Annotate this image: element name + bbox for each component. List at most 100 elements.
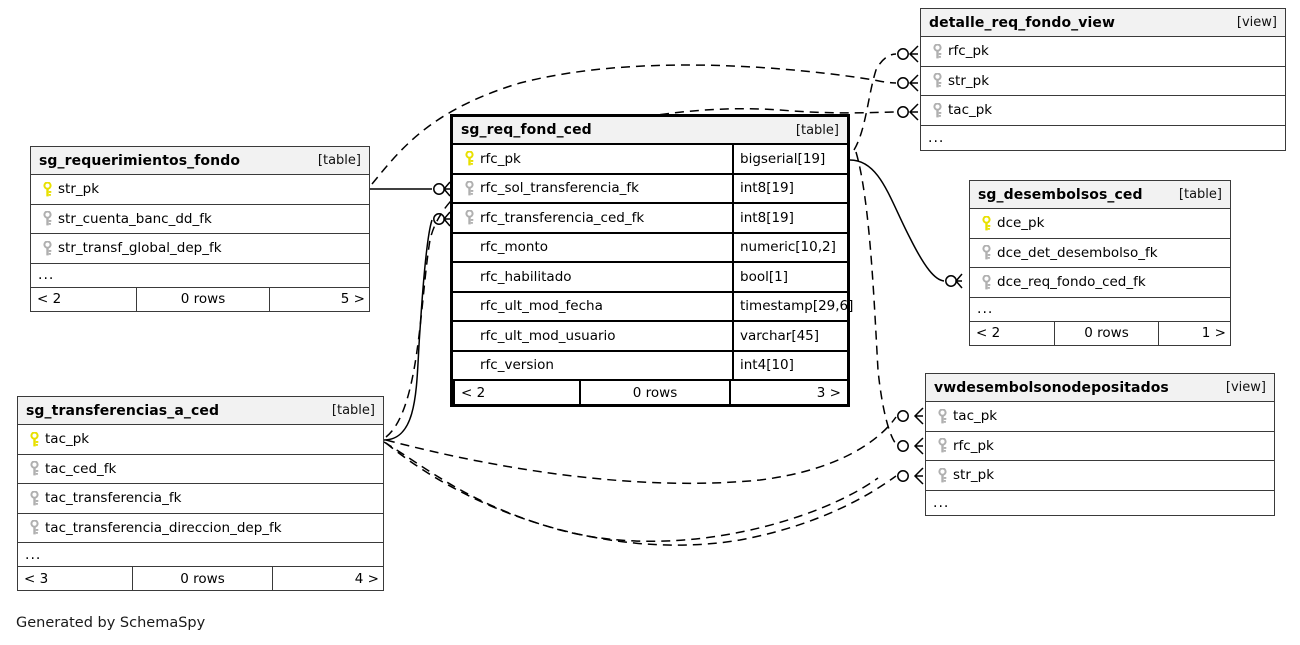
children-count[interactable]: 5 > — [269, 287, 371, 311]
primary-key-icon — [977, 215, 995, 231]
entity-name: sg_transferencias_a_ced — [26, 402, 220, 419]
column-name-cell: tac_pk — [921, 96, 1285, 125]
row-count[interactable]: 0 rows — [136, 287, 269, 311]
foreign-key-icon — [460, 210, 478, 225]
foreign-key-icon — [933, 438, 951, 453]
parents-count[interactable]: < 2 — [37, 291, 62, 307]
more-columns-indicator: ... — [928, 129, 945, 146]
entity-kind-label: [view] — [1236, 15, 1277, 30]
entity-header: sg_desembolsos_ced[table] — [970, 181, 1230, 209]
column-type-cell: int8[19] — [732, 204, 860, 232]
row-count[interactable]: 0 rows — [132, 567, 272, 590]
children-count[interactable]: 3 > — [729, 381, 847, 404]
column-type-cell: bigserial[19] — [732, 145, 860, 173]
column-row[interactable]: dce_pk — [970, 209, 1230, 239]
column-row[interactable]: tac_ced_fk — [18, 455, 383, 484]
column-name: rfc_version — [480, 357, 554, 374]
entity-header: sg_requerimientos_fondo [table] — [31, 147, 369, 175]
foreign-key-icon — [460, 180, 478, 196]
column-name-cell: rfc_pk — [453, 145, 732, 173]
column-row[interactable]: str_transf_global_dep_fk — [31, 234, 369, 264]
column-name: rfc_pk — [480, 150, 521, 167]
column-name: rfc_ult_mod_fecha — [480, 298, 603, 315]
entity-name: sg_req_fond_ced — [461, 122, 592, 138]
entity-detalle_req_fondo_view[interactable]: detalle_req_fondo_view[view] rfc_pk str_pk… — [920, 8, 1286, 151]
column-type-cell: int4[10] — [732, 351, 860, 379]
column-row[interactable]: tac_transferencia_fk — [18, 484, 383, 514]
foreign-key-icon — [38, 240, 56, 256]
foreign-key-icon — [25, 490, 43, 506]
children-count[interactable]: 4 > — [272, 567, 385, 590]
column-row[interactable]: rfc_pk — [921, 37, 1285, 67]
column-name: str_cuenta_banc_dd_fk — [58, 210, 212, 227]
column-name-cell: tac_ced_fk — [18, 455, 383, 484]
foreign-key-icon — [928, 73, 946, 88]
entity-kind-label: [table] — [317, 153, 361, 168]
column-name: rfc_pk — [953, 437, 994, 454]
entity-kind-label: [table] — [331, 403, 375, 418]
column-name-cell: rfc_pk — [921, 37, 1285, 66]
column-type-cell: numeric[10,2] — [732, 233, 860, 261]
column-name-cell: rfc_habilitado — [453, 263, 732, 291]
column-name: rfc_sol_transferencia_fk — [480, 180, 639, 197]
foreign-key-icon — [977, 245, 995, 260]
column-row[interactable]: dce_req_fondo_ced_fk — [970, 268, 1230, 298]
column-row[interactable]: tac_pk — [921, 96, 1285, 126]
parents-count[interactable]: < 2 — [976, 325, 1001, 341]
primary-key-icon — [25, 431, 43, 447]
column-row[interactable]: dce_det_desembolso_fk — [970, 239, 1230, 268]
column-name: rfc_monto — [480, 239, 548, 256]
column-name-cell: rfc_ult_mod_usuario — [453, 322, 732, 350]
parents-count[interactable]: < 2 — [453, 381, 579, 404]
column-row[interactable]: str_pk — [31, 175, 369, 205]
entity-sg_transferencias_a_ced[interactable]: sg_transferencias_a_ced [table] tac_pk tac_… — [17, 396, 384, 591]
column-name: tac_ced_fk — [45, 460, 117, 477]
column-name-cell: dce_det_desembolso_fk — [970, 239, 1230, 268]
column-name: str_pk — [953, 467, 995, 484]
column-row[interactable]: tac_transferencia_direccion_dep_fk — [18, 514, 383, 543]
column-name-cell: str_pk — [926, 461, 1274, 490]
entity-header: detalle_req_fondo_view[view] — [921, 9, 1285, 37]
entity-sg_requerimientos_fondo[interactable]: sg_requerimientos_fondo [table] str_pk str_… — [30, 146, 370, 312]
column-row[interactable]: tac_pk — [18, 425, 383, 455]
column-name-cell: str_pk — [31, 175, 369, 204]
column-name-cell: rfc_ult_mod_fecha — [453, 293, 732, 321]
column-row[interactable]: rfc_pk — [926, 432, 1274, 461]
column-name-cell: tac_transferencia_direccion_dep_fk — [18, 514, 383, 543]
foreign-key-icon — [25, 520, 43, 535]
generator-credit: Generated by SchemaSpy — [16, 615, 206, 631]
row-count[interactable]: 0 rows — [579, 381, 729, 404]
column-name-cell: dce_pk — [970, 209, 1230, 238]
column-row[interactable]: str_pk — [921, 67, 1285, 96]
column-name: rfc_pk — [948, 43, 989, 60]
column-name-cell: rfc_sol_transferencia_fk — [453, 175, 732, 203]
children-count[interactable]: 1 > — [1158, 321, 1232, 345]
column-row[interactable]: str_cuenta_banc_dd_fk — [31, 205, 369, 234]
row-count[interactable]: 0 rows — [1054, 321, 1158, 345]
more-columns-indicator: ... — [18, 543, 383, 567]
column-row[interactable]: str_pk — [926, 461, 1274, 491]
parents-count[interactable]: < 3 — [24, 570, 49, 587]
column-name-cell: rfc_monto — [453, 234, 732, 262]
column-name: tac_transferencia_fk — [45, 490, 182, 507]
column-name-cell: rfc_transferencia_ced_fk — [453, 204, 732, 232]
column-name: tac_pk — [953, 408, 998, 425]
more-columns-indicator: ... — [970, 298, 1230, 322]
entity-name: sg_requerimientos_fondo — [39, 152, 241, 169]
entity-header: sg_req_fond_ced[table] — [453, 117, 847, 145]
column-row[interactable]: tac_pk — [926, 402, 1274, 432]
entity-kind-label: [view] — [1225, 380, 1266, 395]
